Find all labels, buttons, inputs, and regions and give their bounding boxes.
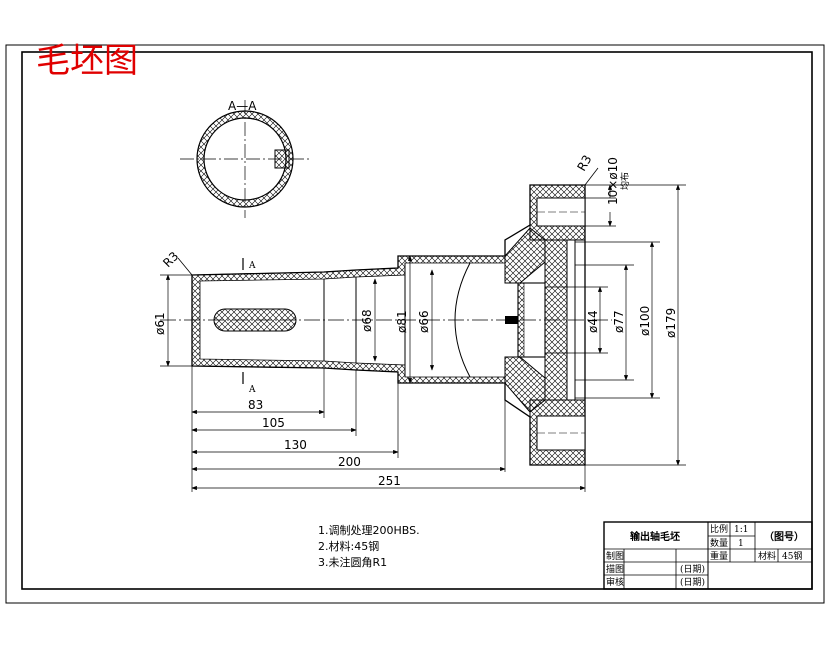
svg-text:比例: 比例 <box>710 523 728 535</box>
svg-text:描图: 描图 <box>606 563 624 575</box>
svg-text:(日期): (日期) <box>680 564 705 575</box>
note-3: 3.未注圆角R1 <box>318 555 387 569</box>
dim-d100: ø100 <box>638 306 652 336</box>
dim-d61: ø61 <box>153 312 167 335</box>
title-block <box>603 521 813 590</box>
svg-text:1:1: 1:1 <box>734 525 748 535</box>
length-dims <box>191 366 586 492</box>
outer-border <box>5 44 825 604</box>
diameter-labels: ø61 ø68 ø81 ø66 ø44 ø77 ø100 ø179 <box>153 306 678 338</box>
svg-text:重量: 重量 <box>710 550 728 562</box>
callouts: R3 R3 10×ø10 均布 <box>160 153 631 276</box>
radius-callout-right: R3 <box>574 153 594 174</box>
technical-notes: 1.调制处理200HBS. 2.材料:45钢 3.未注圆角R1 <box>318 524 420 569</box>
drawing-number: （图号） <box>764 530 804 543</box>
length-labels: 83 105 130 200 251 <box>248 398 401 488</box>
svg-text:制图: 制图 <box>606 550 624 562</box>
dim-l251: 251 <box>378 474 401 488</box>
note-2: 2.材料:45钢 <box>318 539 379 553</box>
dim-l105: 105 <box>262 416 285 430</box>
title-block-text: 输出轴毛坯 比例 1:1 数量 1 （图号） 重量 材料 45钢 制图 描图 审… <box>606 523 804 588</box>
svg-text:A: A <box>248 261 256 271</box>
svg-text:45钢: 45钢 <box>782 550 802 562</box>
svg-text:1: 1 <box>738 539 744 549</box>
svg-text:(日期): (日期) <box>680 577 705 588</box>
inner-border <box>21 51 813 590</box>
radius-callout-left: R3 <box>160 249 181 270</box>
dim-d81: ø81 <box>395 310 409 333</box>
dim-l130: 130 <box>284 438 307 452</box>
dim-l200: 200 <box>338 455 361 469</box>
svg-text:A: A <box>248 385 256 395</box>
watermark-text: 毛坯图 <box>36 41 138 81</box>
section-view-a-a: A—A <box>180 99 310 218</box>
note-1: 1.调制处理200HBS. <box>318 524 420 537</box>
dim-l83: 83 <box>248 398 263 412</box>
dim-d179: ø179 <box>664 308 678 338</box>
holes-callout-suffix: 均布 <box>619 172 631 190</box>
cut-markers: A A <box>242 258 256 395</box>
dim-d44: ø44 <box>586 310 600 333</box>
diameter-dims <box>160 184 686 466</box>
part-name: 输出轴毛坯 <box>630 530 680 543</box>
dim-d66: ø66 <box>417 310 431 333</box>
svg-text:数量: 数量 <box>710 537 728 549</box>
svg-text:审核: 审核 <box>606 576 624 588</box>
svg-text:材料: 材料 <box>758 550 776 562</box>
dim-d68: ø68 <box>360 309 374 332</box>
holes-callout: 10×ø10 <box>606 157 620 205</box>
dim-d77: ø77 <box>612 310 626 333</box>
section-label: A—A <box>228 99 257 113</box>
keyway <box>213 308 297 332</box>
shaft-view <box>160 184 612 466</box>
